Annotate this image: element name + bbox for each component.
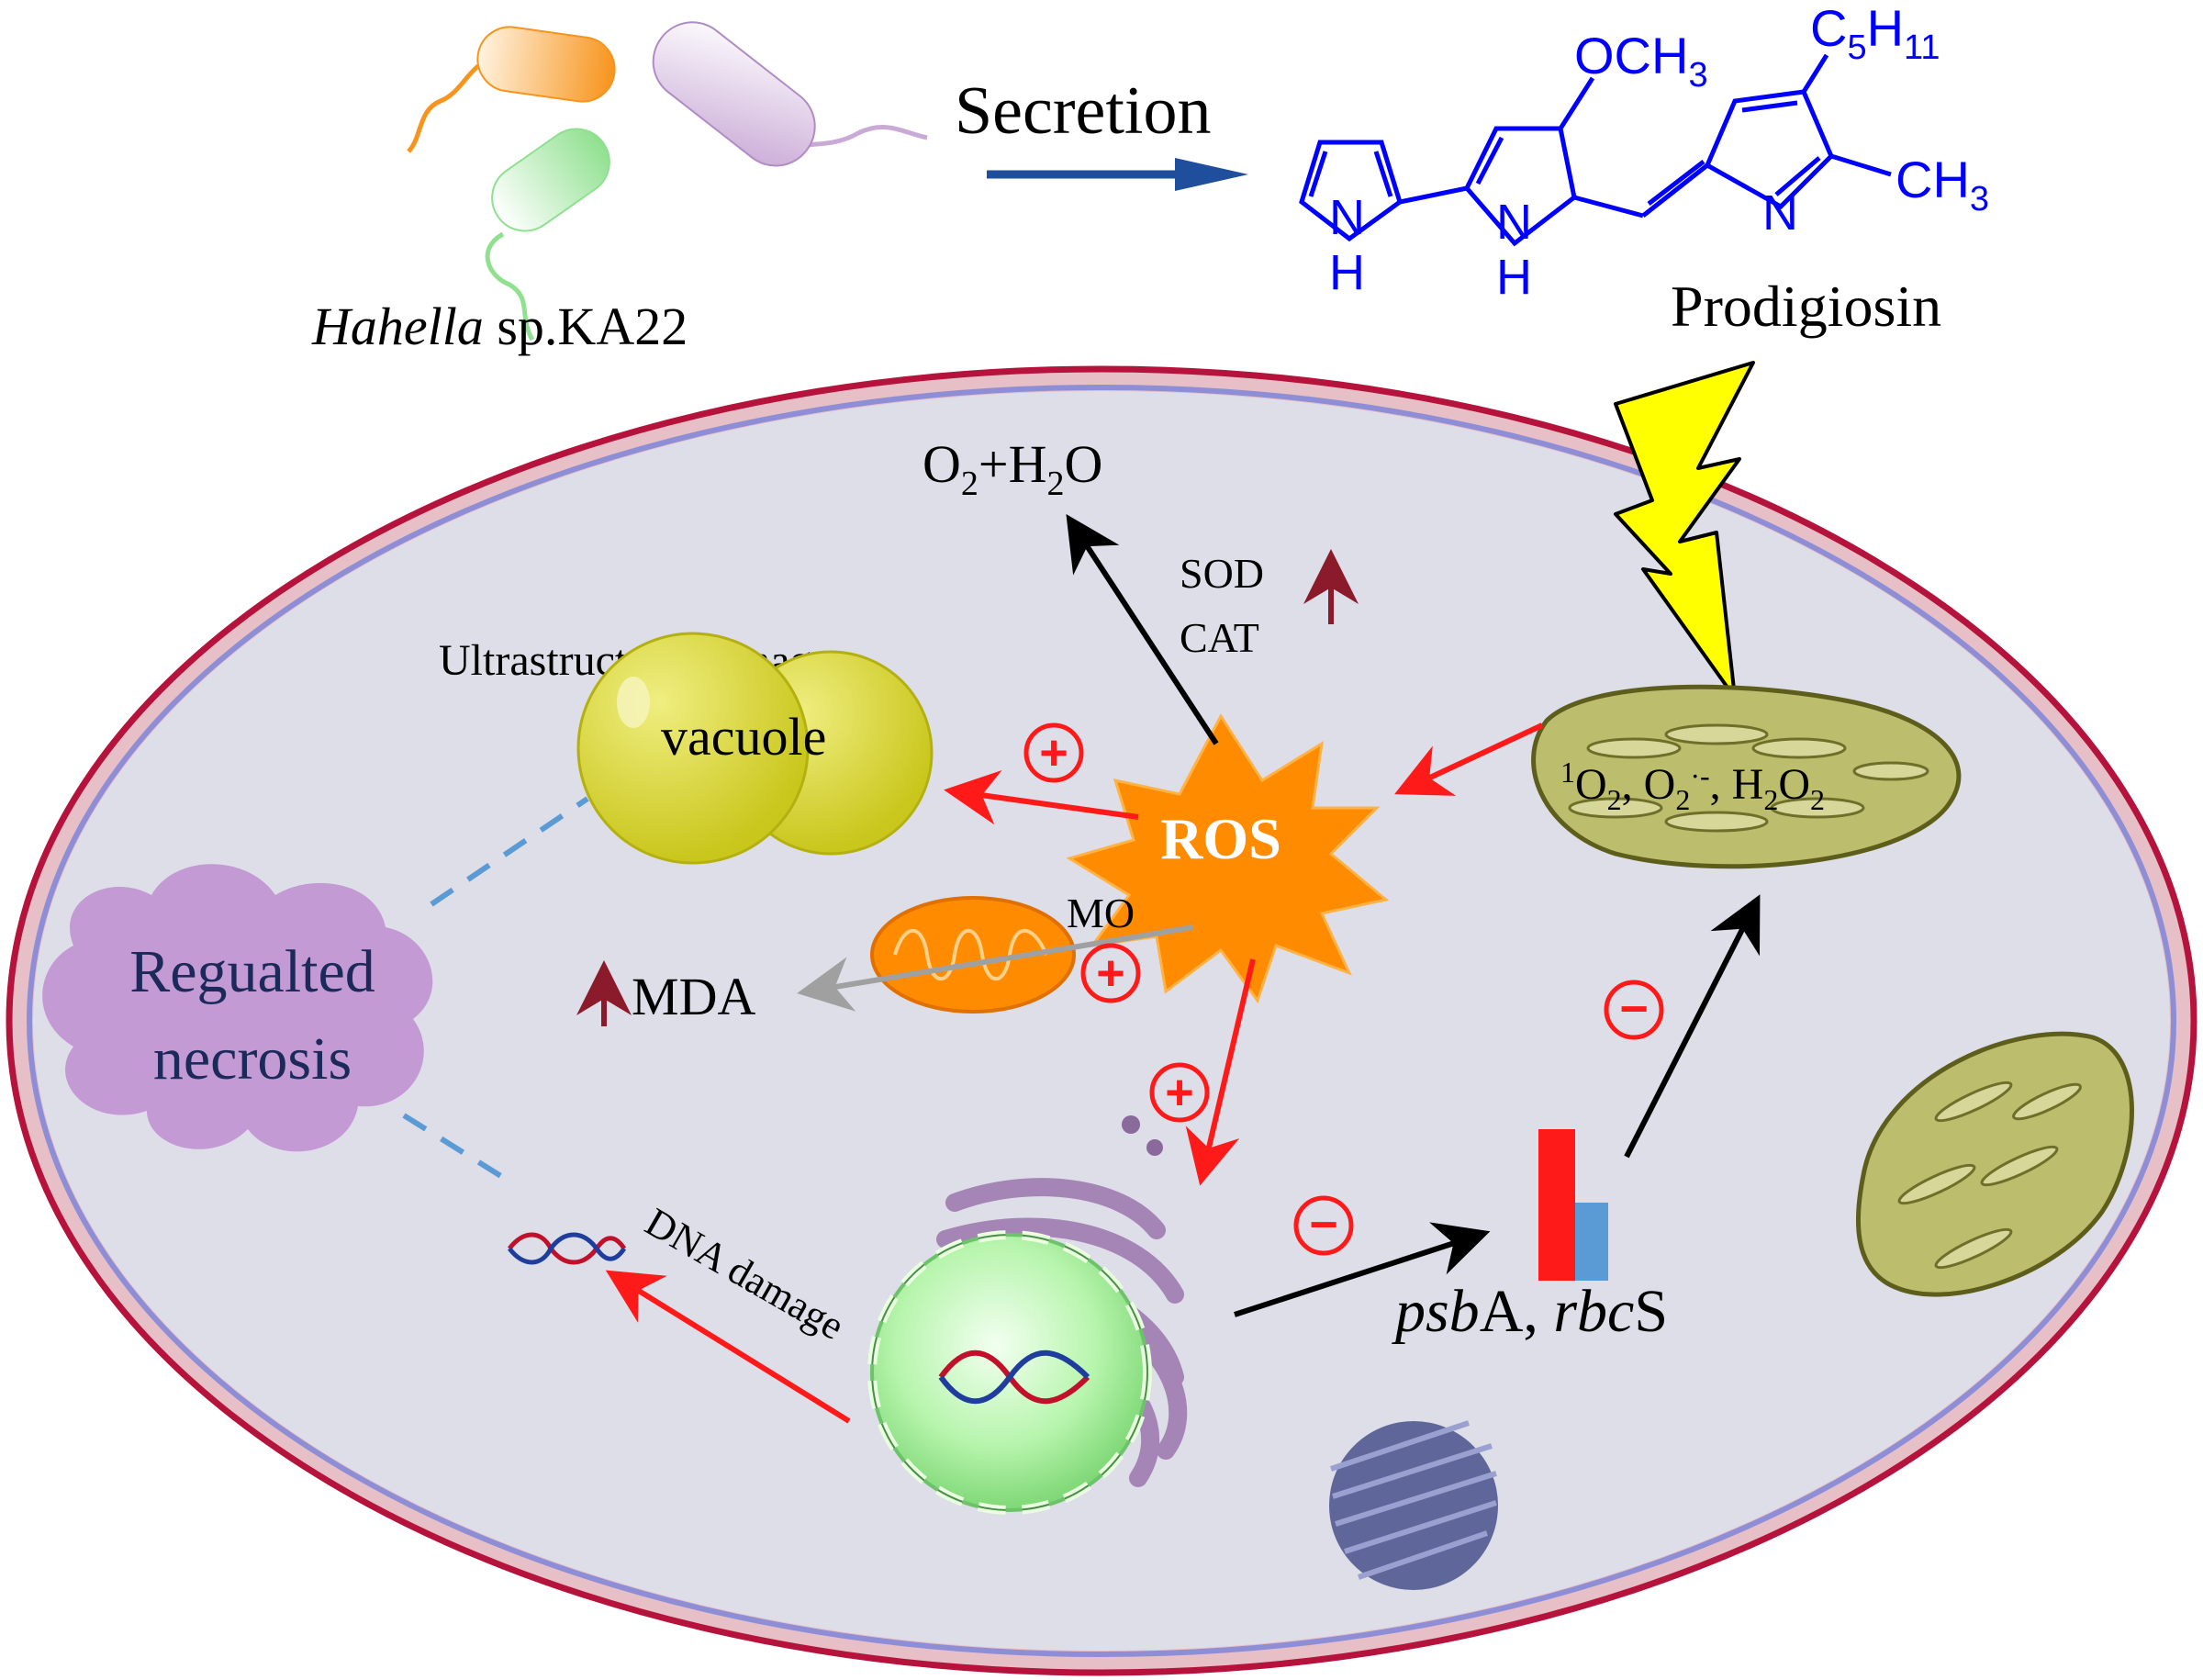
prodigiosin-label: Prodigiosin: [1671, 274, 1941, 339]
vacuole-label: vacuole: [661, 707, 826, 767]
bacterium-green: [485, 128, 610, 342]
ch3-group: CH3: [1895, 151, 1989, 218]
pyrrole-ring-2: [1464, 126, 1577, 247]
damaged-dna-icon: [508, 1232, 627, 1265]
plus-sign-mitochondrion: +: [1080, 943, 1141, 1003]
products-label: O2+H2O: [923, 434, 1102, 503]
chloroplast-secondary: [1855, 1031, 2134, 1297]
n-atom-1: N: [1329, 190, 1365, 245]
plus-sign-nucleus: +: [1149, 1062, 1210, 1123]
och3-group: OCH3: [1574, 27, 1708, 95]
chloroplast-to-ros-arrow: [1394, 722, 1544, 796]
genes-label: psbA, rbcS: [1392, 1278, 1668, 1345]
rbcs-bar: [1575, 1203, 1608, 1281]
necrosis-cloud: [42, 864, 433, 1152]
golgi-apparatus: [1329, 1420, 1498, 1590]
secretion-arrow: [987, 158, 1248, 191]
nucleus: [867, 1230, 1152, 1515]
n-atom-2: N: [1496, 195, 1532, 250]
minus-sign-chloroplast: −: [1604, 980, 1664, 1040]
prodigiosin-atoms: N H N H N OCH3 C5H11 CH3: [1329, 0, 1989, 305]
ros-to-nucleus-arrow: [1185, 958, 1256, 1186]
svg-text:+: +: [1165, 1065, 1194, 1120]
bacterium-purple: [652, 21, 928, 167]
psba-bar: [1538, 1129, 1575, 1281]
necrosis-line-1: Regualted: [129, 938, 375, 1005]
nucleus-to-genes-arrow: [1234, 1222, 1491, 1317]
genes-to-chloroplast-arrow: [1624, 894, 1761, 1159]
ros-burst: [1066, 713, 1390, 1004]
svg-text:+: +: [1096, 946, 1125, 1001]
mitochondrion: [870, 896, 1076, 1014]
svg-text:−: −: [1619, 981, 1649, 1036]
ros-to-products-arrow: [1066, 513, 1219, 745]
necrosis-vacuole-dashed-link: [430, 796, 589, 907]
h-atom-2: H: [1496, 250, 1532, 305]
prodigiosin-structure: [1299, 53, 1892, 247]
necrosis-line-2: necrosis: [153, 1025, 352, 1092]
ros-species-label: 1O2, O2·-, H2O2: [1560, 756, 1825, 816]
necrosis-dna-dashed-link: [402, 1113, 516, 1187]
sod-label: SOD: [1180, 550, 1264, 597]
cat-label: CAT: [1180, 614, 1259, 661]
minus-sign-genes: −: [1293, 1195, 1354, 1256]
plus-sign-vacuole: +: [1023, 722, 1084, 783]
svg-text:+: +: [1039, 725, 1068, 780]
lightning-bolt-icon: [1614, 361, 1755, 700]
ros-label: ROS: [1160, 806, 1281, 871]
cell-membrane: [27, 385, 2176, 1657]
nucleus-dna-icon: [938, 1350, 1090, 1405]
ros-to-mda-arrow: [797, 924, 1194, 1012]
n-atom-3: N: [1762, 185, 1798, 241]
svg-text:−: −: [1309, 1197, 1338, 1252]
pyrrole-ring-1: [1299, 140, 1403, 242]
bacteria-group: Hahella sp.KA22: [311, 21, 928, 356]
secretion-label: Secretion: [955, 73, 1211, 149]
chloroplast-main: [1531, 684, 1962, 869]
nucleus-to-dna-damage-arrow: [605, 1270, 851, 1424]
c5h11-group: C5H11: [1810, 0, 1940, 67]
strain-label: Hahella sp.KA22: [311, 297, 688, 356]
bacterium-orange: [407, 26, 616, 153]
pyrrole-ring-3: [1704, 89, 1834, 210]
h-atom-1: H: [1329, 245, 1365, 300]
ros-to-vacuole-arrow: [944, 769, 1139, 825]
mo-label: MO: [1067, 890, 1135, 936]
gene-expression-bars: [1538, 1129, 1608, 1281]
vacuole: [576, 632, 934, 865]
mda-label: MDA: [632, 967, 755, 1026]
